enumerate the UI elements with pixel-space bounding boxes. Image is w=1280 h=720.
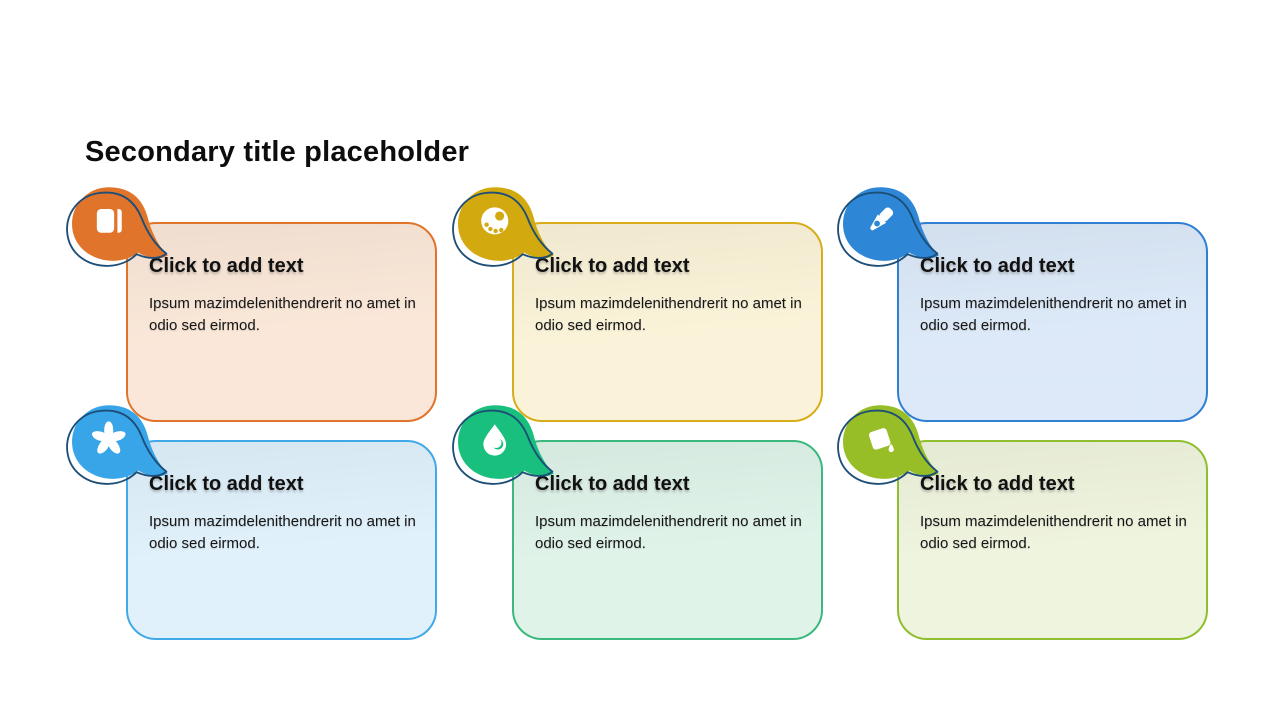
card-heading[interactable]: Click to add text [535, 473, 690, 495]
card-body-text[interactable]: Ipsum mazimdelenithendrerit no amet in o… [149, 295, 416, 334]
card-heading[interactable]: Click to add text [149, 255, 304, 277]
card-text-box[interactable]: Click to add text Ipsum mazimdelenithend… [512, 222, 823, 422]
info-card: Click to add text Ipsum mazimdelenithend… [66, 405, 437, 640]
info-card: Click to add text Ipsum mazimdelenithend… [452, 187, 823, 422]
info-card: Click to add text Ipsum mazimdelenithend… [837, 187, 1208, 422]
info-card: Click to add text Ipsum mazimdelenithend… [837, 405, 1208, 640]
card-body-text[interactable]: Ipsum mazimdelenithendrerit no amet in o… [149, 513, 416, 552]
card-body-text[interactable]: Ipsum mazimdelenithendrerit no amet in o… [535, 295, 802, 334]
slide-title[interactable]: Secondary title placeholder [85, 136, 470, 168]
badge-pen [837, 187, 939, 267]
card-heading[interactable]: Click to add text [535, 255, 690, 277]
card-heading[interactable]: Click to add text [149, 473, 304, 495]
card-text-box[interactable]: Click to add text Ipsum mazimdelenithend… [897, 222, 1208, 422]
card-body-text[interactable]: Ipsum mazimdelenithendrerit no amet in o… [920, 295, 1187, 334]
badge-asterisk [66, 405, 168, 485]
card-heading[interactable]: Click to add text [920, 255, 1075, 277]
card-text-box[interactable]: Click to add text Ipsum mazimdelenithend… [897, 440, 1208, 640]
badge-book [66, 187, 168, 267]
card-text-box[interactable]: Click to add text Ipsum mazimdelenithend… [512, 440, 823, 640]
badge-sketch-outline [66, 191, 168, 267]
info-card: Click to add text Ipsum mazimdelenithend… [452, 405, 823, 640]
badge-teardrop-shape [458, 405, 554, 479]
badge-teardrop-shape [843, 187, 939, 261]
badge-sketch-outline [837, 409, 939, 485]
badge-paint-bucket [837, 405, 939, 485]
badge-teardrop-shape [843, 405, 939, 479]
card-text-box[interactable]: Click to add text Ipsum mazimdelenithend… [126, 440, 437, 640]
card-body-text[interactable]: Ipsum mazimdelenithendrerit no amet in o… [535, 513, 802, 552]
palette-icon [481, 207, 509, 235]
badge-palette [452, 187, 554, 267]
badge-sketch-outline [837, 191, 939, 267]
badge-sketch-outline [452, 409, 554, 485]
card-text-box[interactable]: Click to add text Ipsum mazimdelenithend… [126, 222, 437, 422]
card-body-text[interactable]: Ipsum mazimdelenithendrerit no amet in o… [920, 513, 1187, 552]
badge-teardrop-shape [72, 405, 168, 479]
card-heading[interactable]: Click to add text [920, 473, 1075, 495]
badge-sketch-outline [66, 409, 168, 485]
info-card: Click to add text Ipsum mazimdelenithend… [66, 187, 437, 422]
badge-droplet [452, 405, 554, 485]
badge-sketch-outline [452, 191, 554, 267]
book-icon [96, 208, 122, 233]
